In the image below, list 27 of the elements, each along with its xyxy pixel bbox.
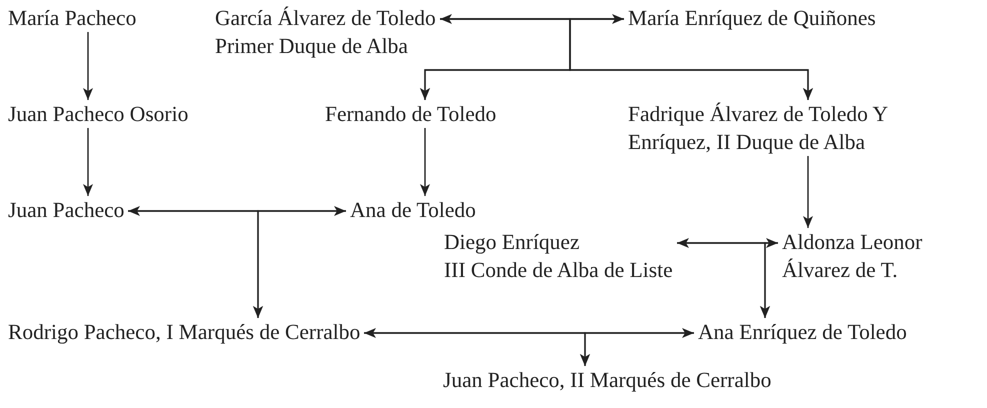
- person-name: III Conde de Alba de Liste: [444, 257, 673, 284]
- person-name: Juan Pacheco: [8, 197, 124, 224]
- person-name: Fadrique Álvarez de Toledo Y Enríquez, II Duque de Alba: [628, 101, 888, 156]
- person-name: Ana de Toledo: [350, 197, 476, 224]
- person-name: Rodrigo Pacheco, I Marqués de Cerralbo: [8, 319, 360, 346]
- person-name: María Enríquez de Quiñones: [628, 5, 876, 32]
- arrow: [128, 206, 346, 216]
- person-name: García Álvarez de Toledo: [215, 5, 436, 32]
- arrow: [440, 14, 624, 24]
- arrow: [677, 238, 778, 248]
- person-name: Fernando de Toledo: [325, 101, 496, 128]
- arrow: [803, 156, 813, 228]
- arrow: [253, 210, 346, 318]
- person-name: Ana Enríquez de Toledo: [698, 319, 907, 346]
- person-name: Diego Enríquez: [444, 229, 580, 256]
- person-name: Juan Pacheco, II Marqués de Cerralbo: [443, 367, 772, 394]
- arrow: [760, 242, 778, 318]
- person-name: Primer Duque de Alba: [215, 33, 408, 60]
- arrow: [420, 128, 430, 196]
- person-name: Aldonza Leonor Álvarez de T.: [782, 229, 924, 284]
- arrow: [364, 328, 694, 338]
- arrow: [83, 128, 93, 196]
- arrow: [83, 32, 93, 100]
- arrow: [569, 18, 813, 100]
- arrow: [580, 332, 694, 366]
- person-name: María Pacheco: [8, 5, 136, 32]
- person-name: Juan Pacheco Osorio: [8, 101, 188, 128]
